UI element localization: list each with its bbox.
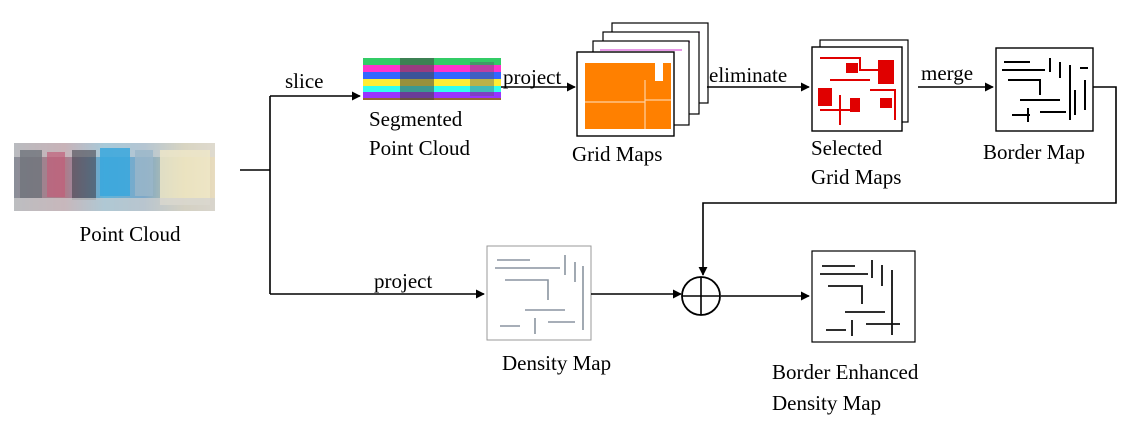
segmented-point-cloud-label-line2: Point Cloud	[369, 136, 470, 160]
border-enhanced-density-map-label-line2: Density Map	[772, 391, 882, 415]
grid-maps-label: Grid Maps	[572, 142, 663, 166]
merge-label: merge	[921, 61, 974, 85]
project-top-label: project	[503, 65, 562, 89]
grid-maps-stack	[576, 22, 709, 137]
selected-grid-maps-label-line2: Grid Maps	[811, 165, 902, 189]
circle-plus-icon	[681, 276, 721, 316]
point-cloud-label: Point Cloud	[79, 222, 181, 246]
density-map-image	[486, 245, 592, 341]
selected-grid-maps-label-line1: Selected	[811, 136, 883, 160]
split-connector	[240, 96, 271, 294]
segmented-point-cloud-image	[363, 58, 501, 100]
border-feedback-arrow	[698, 86, 1117, 276]
segmented-point-cloud-label-line1: Segmented	[369, 107, 463, 131]
selected-grid-maps-stack	[811, 39, 909, 132]
slice-label: slice	[285, 69, 324, 93]
point-cloud-image	[14, 143, 215, 211]
density-map-label: Density Map	[502, 351, 612, 375]
border-map-image	[995, 47, 1094, 132]
border-enhanced-density-map-image	[811, 250, 916, 343]
border-map-label: Border Map	[983, 140, 1086, 164]
project-bottom-label: project	[374, 269, 433, 293]
border-enhanced-density-map-label-line1: Border Enhanced	[772, 360, 919, 384]
eliminate-label: eliminate	[709, 63, 788, 87]
